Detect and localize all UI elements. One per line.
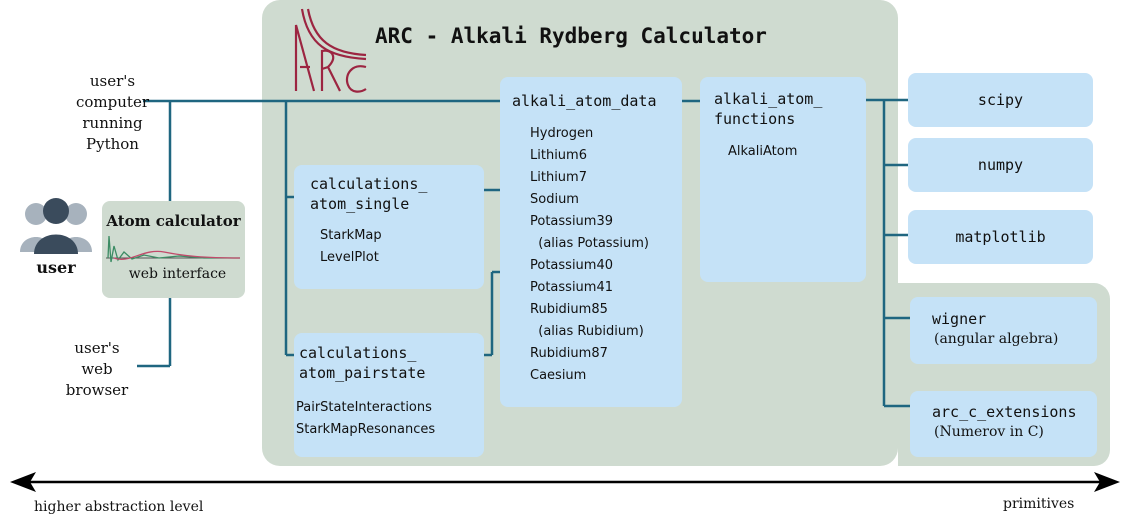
- module-item: Rubidium87: [530, 346, 608, 361]
- module-item: Caesium: [530, 368, 587, 383]
- numpy-box: numpy: [908, 138, 1093, 192]
- matplotlib-label: matplotlib: [955, 228, 1046, 246]
- module-item: PairStateInteractions: [296, 400, 432, 415]
- wigner-box: wigner (angular algebra): [910, 297, 1097, 364]
- axis-right-label: primitives: [1003, 496, 1075, 512]
- arc-c-extensions-box: arc_c_extensions (Numerov in C): [910, 391, 1097, 457]
- alkali-atom-data-items: Hydrogen Lithium6 Lithium7 Sodium Potass…: [530, 123, 649, 387]
- wigner-title: wigner: [932, 310, 987, 328]
- calculations-atom-pairstate-title: calculations_ atom_pairstate: [299, 344, 426, 382]
- alkali-atom-functions-box: alkali_atom_ functions AlkaliAtom: [700, 77, 866, 282]
- calculations-atom-single-box: calculations_ atom_single StarkMap Level…: [294, 165, 484, 289]
- module-item: AlkaliAtom: [728, 144, 798, 159]
- alkali-atom-functions-title: alkali_atom_ functions: [714, 90, 823, 128]
- atom-calculator-subtitle: web interface: [128, 266, 227, 282]
- calculations-atom-single-items: StarkMap LevelPlot: [320, 225, 382, 269]
- computer-label: user's computer running Python: [76, 72, 149, 153]
- arc-logo: [288, 5, 370, 95]
- module-item: LevelPlot: [320, 250, 379, 265]
- module-item: StarkMap: [320, 228, 382, 243]
- module-item: (alias Rubidium): [530, 324, 644, 339]
- module-item: (alias Potassium): [530, 236, 649, 251]
- abstraction-axis-arrow: [10, 472, 1120, 492]
- calculations-atom-single-title: calculations_ atom_single: [310, 175, 428, 213]
- calculations-atom-pairstate-items: PairStateInteractions StarkMapResonances: [296, 397, 435, 441]
- diagram-title: ARC - Alkali Rydberg Calculator: [375, 24, 767, 48]
- scipy-box: scipy: [908, 73, 1093, 127]
- scipy-label: scipy: [977, 91, 1024, 109]
- user-icon: [18, 196, 94, 256]
- arc-c-extensions-subtitle: (Numerov in C): [934, 424, 1044, 440]
- module-item: Sodium: [530, 192, 579, 207]
- alkali-atom-data-title: alkali_atom_data: [512, 92, 657, 110]
- alkali-atom-data-box: alkali_atom_data Hydrogen Lithium6 Lithi…: [500, 77, 682, 407]
- module-item: Lithium6: [530, 148, 587, 163]
- module-item: Potassium41: [530, 280, 613, 295]
- module-item: Rubidium85: [530, 302, 608, 317]
- atom-calculator-title: Atom calculator: [106, 212, 241, 230]
- browser-label: user's web browser: [65, 339, 129, 399]
- module-item: Lithium7: [530, 170, 587, 185]
- arc-c-extensions-title: arc_c_extensions: [932, 403, 1077, 421]
- alkali-atom-functions-items: AlkaliAtom: [728, 141, 797, 163]
- module-item: Potassium40: [530, 258, 613, 273]
- module-item: Hydrogen: [530, 126, 594, 141]
- atom-calculator-panel: [102, 201, 245, 298]
- module-item: Potassium39: [530, 214, 613, 229]
- axis-left-label: higher abstraction level: [34, 499, 204, 515]
- calculations-atom-pairstate-box: calculations_ atom_pairstate PairStateIn…: [294, 333, 484, 457]
- wigner-subtitle: (angular algebra): [934, 331, 1059, 347]
- user-label: user: [36, 258, 76, 277]
- module-item: StarkMapResonances: [296, 422, 436, 437]
- matplotlib-box: matplotlib: [908, 210, 1093, 264]
- atom-calculator-wave-icon: [104, 234, 242, 264]
- numpy-label: numpy: [977, 156, 1024, 174]
